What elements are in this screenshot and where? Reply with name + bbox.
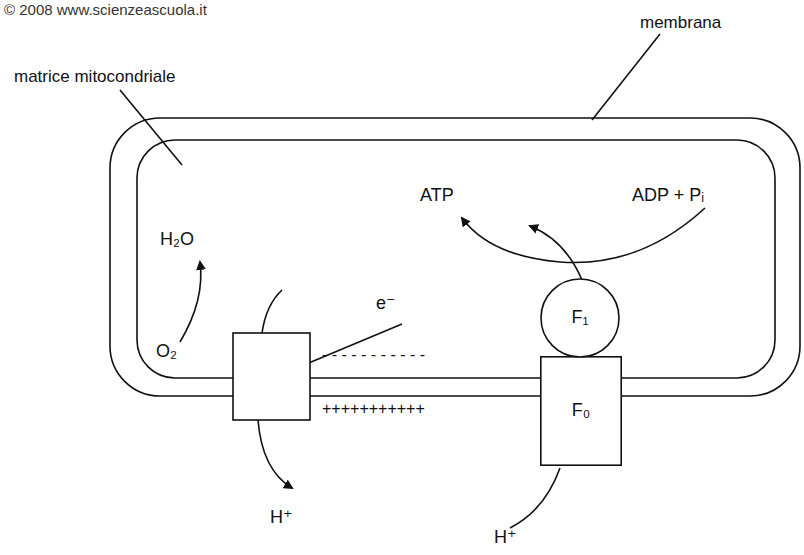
node-text: F₀ [572,401,590,421]
f0-box: F₀ [540,356,622,466]
membrane-label: membrana [640,14,721,33]
electron-label: e⁻ [376,294,396,314]
adp-label: ADP + Pᵢ [632,186,704,206]
watermark: © 2008 www.scienzeascuola.it [4,2,207,19]
f1-circle: F₁ [540,278,620,358]
water-label: H₂O [160,230,194,250]
proton-label: H⁺ [494,528,517,548]
proton-label: H⁺ [270,508,293,528]
oxygen-label: O₂ [156,342,177,362]
atp-label: ATP [420,186,454,206]
negative-charge: - - - - - - - - - - - [322,346,425,364]
node-text: F₁ [571,308,588,328]
complex-box [233,333,310,420]
matrix-label: matrice mitocondriale [14,68,176,87]
positive-charge: +++++++++++ [322,400,425,418]
